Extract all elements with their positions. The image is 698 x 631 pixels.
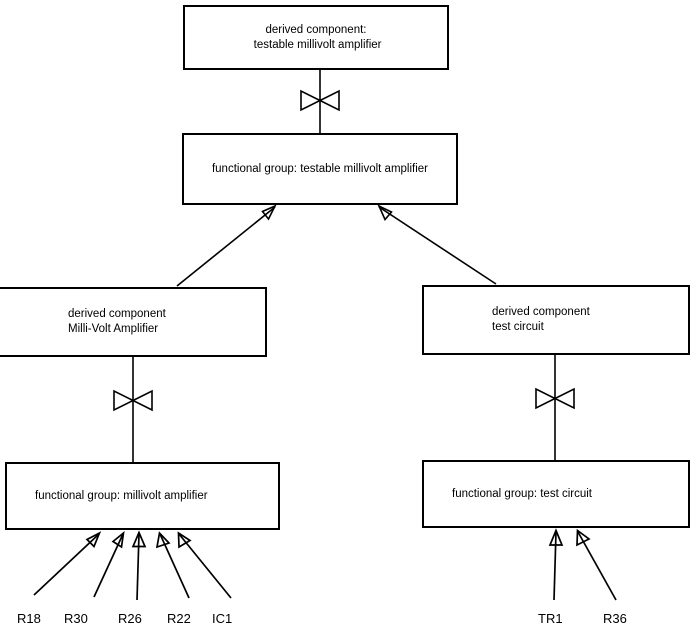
leaf-arrow-ic1 — [177, 531, 232, 599]
leaf-arrowhead-r22 — [155, 531, 171, 549]
aggregation-arrow-milli-volt-amplifier — [176, 204, 277, 287]
realization-link-top — [300, 70, 340, 133]
leaf-arrow-shaft-r36 — [577, 531, 617, 601]
bowtie-left-triangle-top — [300, 89, 322, 112]
bowtie-right-triangle-right — [553, 387, 575, 410]
node-fg-testable-millivolt-amplifier[interactable]: functional group: testable millivolt amp… — [182, 133, 458, 205]
leaf-label-r22: R22 — [167, 611, 191, 626]
leaf-label-r36: R36 — [603, 611, 627, 626]
node-derived-milli-volt-amplifier[interactable]: derived component Milli-Volt Amplifier — [0, 287, 267, 357]
aggregation-arrowhead-right — [377, 204, 393, 221]
bowtie-left-triangle-right — [535, 387, 557, 410]
leaf-arrow-r18 — [33, 531, 102, 596]
realization-link-left — [113, 357, 153, 462]
leaf-arrowhead-ic1 — [177, 531, 192, 549]
leaf-label-tr1: TR1 — [538, 611, 563, 626]
node-label-fg-testable-millivolt-amplifier: functional group: testable millivolt amp… — [211, 162, 429, 175]
leaf-arrowhead-r26 — [131, 530, 147, 548]
node-label-derived-testable-millivolt-amplifier: derived component: testable millivolt am… — [253, 23, 382, 51]
bowtie-right-triangle-top — [318, 89, 340, 112]
node-label-fg-millivolt-amplifier: functional group: millivolt amplifier — [35, 489, 208, 502]
node-derived-test-circuit[interactable]: derived component test circuit — [422, 285, 690, 355]
aggregation-arrowhead-left — [261, 204, 277, 221]
bowtie-left-triangle-left — [113, 389, 135, 412]
node-label-derived-test-circuit: derived component test circuit — [492, 306, 590, 333]
node-fg-millivolt-amplifier[interactable]: functional group: millivolt amplifier — [5, 462, 280, 530]
leaf-label-ic1: IC1 — [212, 611, 233, 626]
aggregation-arrow-test-circuit — [377, 204, 497, 285]
node-fg-test-circuit[interactable]: functional group: test circuit — [422, 460, 690, 528]
leaf-arrowhead-r30 — [111, 530, 125, 549]
leaf-label-r18: R18 — [17, 611, 41, 626]
leaf-label-r30: R30 — [64, 611, 88, 626]
leaf-arrow-shaft-tr1 — [553, 531, 557, 601]
aggregation-arrow-shaft-right — [378, 206, 497, 285]
node-derived-testable-millivolt-amplifier[interactable]: derived component: testable millivolt am… — [183, 5, 449, 70]
leaf-arrow-shaft-r26 — [136, 533, 140, 601]
leaf-arrowhead-r36 — [576, 528, 591, 547]
leaf-arrow-shaft-ic1 — [178, 533, 232, 599]
leaf-label-r26: R26 — [118, 611, 142, 626]
leaf-arrowhead-tr1 — [548, 528, 564, 546]
leaf-arrowhead-r18 — [85, 531, 102, 549]
node-label-derived-milli-volt-amplifier: derived component Milli-Volt Amplifier — [68, 308, 166, 335]
aggregation-arrow-shaft-left — [176, 206, 276, 287]
leaf-arrow-shaft-r30 — [93, 533, 124, 598]
leaf-arrow-r36 — [576, 528, 617, 601]
leaf-arrow-tr1 — [548, 528, 564, 601]
leaf-arrow-r22 — [155, 531, 190, 599]
leaf-arrow-r26 — [131, 530, 147, 601]
realization-link-right — [535, 355, 575, 460]
leaf-arrow-shaft-r18 — [33, 533, 100, 596]
node-label-fg-test-circuit: functional group: test circuit — [452, 487, 592, 500]
leaf-arrow-r30 — [93, 530, 125, 598]
bowtie-right-triangle-left — [131, 389, 153, 412]
